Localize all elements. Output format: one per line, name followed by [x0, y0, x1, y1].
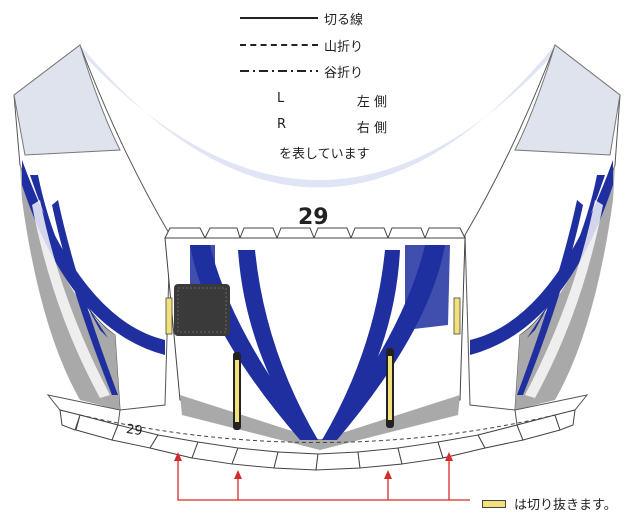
- side-label-left: 左 側: [356, 95, 387, 110]
- legend-left-side: L 左 側: [277, 91, 387, 110]
- dashdot-line-icon: [240, 70, 318, 72]
- legend-right-side: R 右 側: [277, 117, 387, 136]
- center-nose-panel: [164, 237, 466, 450]
- solid-line-icon: [240, 17, 318, 19]
- yellow-swatch-icon: [482, 499, 506, 508]
- right-wing-panel: [464, 44, 621, 426]
- side-letter-right: R: [277, 117, 287, 132]
- top-glue-tabs: [164, 227, 466, 239]
- part-number-main: 29: [298, 205, 329, 230]
- legend-valley-fold: 谷折り: [240, 62, 364, 81]
- cut-out-label: は切り抜きます。: [514, 498, 617, 513]
- legend-label-mountain: 山折り: [324, 39, 364, 55]
- bottom-glue-tabs: [59, 409, 576, 471]
- legend-cut-line: 切る線: [240, 9, 364, 28]
- dashed-line-icon: [240, 44, 318, 46]
- cut-arrows: [177, 458, 470, 501]
- bottom-fold-line: [79, 414, 556, 443]
- cut-slots: [165, 297, 461, 430]
- legend-label-valley: 谷折り: [324, 65, 364, 81]
- legend-note: を表しています: [279, 147, 370, 162]
- top-arc-band: [80, 45, 555, 188]
- side-letter-left: L: [277, 91, 285, 106]
- headlight-grille: [174, 284, 230, 336]
- legend-label-cut: 切る線: [324, 12, 364, 28]
- arrow-heads: [174, 452, 453, 479]
- left-wing-panel: [13, 44, 171, 426]
- cut-out-note: は切り抜きます。: [482, 494, 617, 513]
- side-label-right: 右 側: [356, 121, 387, 136]
- part-number-tab: 29: [125, 421, 144, 440]
- legend-mountain-fold: 山折り: [240, 36, 364, 55]
